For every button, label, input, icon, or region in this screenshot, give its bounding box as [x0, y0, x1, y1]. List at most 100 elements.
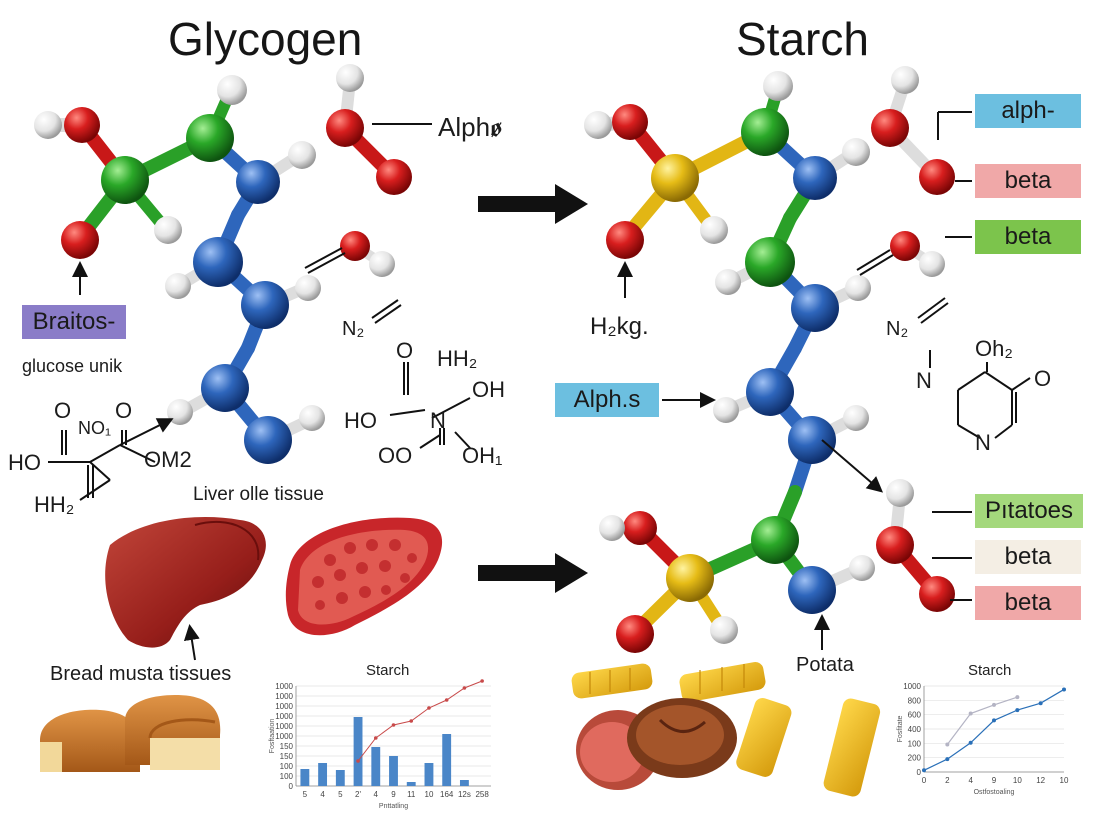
chem-ho-left: HO	[8, 450, 41, 475]
chem-n-right-left: N	[916, 368, 932, 393]
chart-1-xtick: 258	[475, 790, 489, 799]
starch-atoms	[584, 66, 955, 653]
chart-1-xtick: 164	[440, 790, 454, 799]
chart-1-bar	[353, 717, 363, 786]
chem-n-center: N	[430, 408, 446, 433]
title-starch: Starch	[736, 13, 869, 65]
tag-braitos: Braitos-	[22, 305, 126, 339]
chart-1-ytick: 1000	[275, 722, 293, 731]
chart-1-ytick: 0	[289, 782, 294, 791]
tag-alphs: Alph.s	[555, 383, 659, 417]
chart-1-ytick: 100	[280, 762, 294, 771]
chem-no1: NO₁	[78, 418, 112, 438]
chart-1-xlabel: Pnttatling	[379, 803, 408, 810]
meat-icon	[576, 698, 737, 790]
arrow-right-icon	[478, 184, 588, 224]
chart-1-bar	[424, 763, 434, 786]
liver-icon	[105, 517, 266, 648]
chem-n2-right: N₂	[886, 318, 909, 340]
chart-1-line	[357, 680, 483, 762]
chart-1-xtick: 9	[391, 790, 396, 799]
chart-2-xtick: 4	[968, 776, 973, 785]
label-potata: Potata	[796, 654, 854, 676]
chem-oh1: OH₁	[462, 443, 503, 468]
chart-1-xtick: 11	[407, 790, 416, 799]
chart-1-ytick: 1000	[275, 712, 293, 721]
chart-2-xtick: 10	[1060, 776, 1069, 785]
chart-2-xlabel: Ostfostoaling	[974, 789, 1015, 796]
title-glycogen: Glycogen	[168, 13, 363, 65]
chart-1-ylabel: Fosftaation	[269, 719, 276, 754]
bread-icon	[40, 695, 221, 772]
chart-1-bar	[335, 770, 345, 786]
chart-2-ytick: 100	[908, 739, 922, 748]
chart-2-ylabel: Fosfitate	[897, 715, 904, 742]
chart-2-xtick: 10	[1013, 776, 1022, 785]
chart-1-xtick: 2'	[355, 790, 361, 799]
chart-2-xtick: 0	[922, 776, 927, 785]
chart-1-ytick: 1000	[275, 692, 293, 701]
glycogen-skeletal-bonds	[48, 123, 471, 501]
chem-oo: OO	[378, 443, 413, 468]
chart-2-series-1-line	[923, 688, 1065, 771]
tag-beta-2: beta	[975, 220, 1081, 254]
label-bread-tissues: Bread musta tissues	[50, 663, 232, 685]
tag-beta-1: beta	[975, 164, 1081, 198]
chart-2-ytick: 1000	[903, 682, 921, 691]
chart-2-ytick: 600	[908, 711, 922, 720]
chem-o-a: O	[54, 398, 72, 423]
starch-skeletal-bonds	[183, 111, 1031, 661]
chart-2-xtick: 2	[945, 776, 950, 785]
chem-o-c: O	[396, 338, 414, 363]
chem-ho-center: HO	[344, 408, 377, 433]
label-liver-tissue: Liver olle tissue	[193, 484, 324, 505]
chart-1-xtick: 4	[374, 790, 379, 799]
chem-hh2: HH₂	[437, 346, 478, 371]
liver-slice-icon	[285, 517, 443, 636]
chart-1-xtick: 5	[338, 790, 343, 799]
chem-hh2-low: HH₂	[34, 492, 75, 517]
chem-o-right: O	[1034, 366, 1052, 391]
tag-beta-4: beta	[975, 586, 1081, 620]
chart-1-xtick: 4	[320, 790, 325, 799]
chart-1-ytick: 100	[280, 772, 294, 781]
chart-2-xtick: 12	[1036, 776, 1045, 785]
chart-1-ytick: 1000	[275, 702, 293, 711]
chart-2-ytick: 800	[908, 696, 922, 705]
chart-1-bar	[389, 756, 398, 786]
chem-o-b: O	[115, 398, 133, 423]
chart-1-bar	[300, 769, 310, 786]
chart-2-ytick: 0	[917, 768, 922, 777]
chart-2-series-2-line	[946, 696, 1018, 745]
glycogen-atoms	[34, 64, 412, 464]
chem-om2: OM2	[144, 447, 192, 472]
chart-2-xtick: 9	[992, 776, 997, 785]
arrow-right-icon	[478, 553, 588, 593]
chart-1-xtick: 12s	[458, 790, 471, 799]
chart-1-title: Starch	[366, 662, 410, 679]
chem-oh2: Oh₂	[975, 336, 1013, 361]
chart-2-title: Starch	[968, 662, 1012, 679]
chart-1-bar	[406, 782, 416, 786]
chem-oh: OH	[472, 377, 505, 402]
pasta-icon	[571, 662, 881, 797]
label-alpha-left: Alphꬾ	[438, 112, 502, 142]
tag-potatoes: Pıtatoes	[975, 494, 1083, 528]
label-h2kg: H₂kg.	[590, 313, 649, 340]
chart-1-xtick: 5	[303, 790, 308, 799]
tag-beta-3: beta	[975, 540, 1081, 574]
label-glucose-unit: glucose unik	[22, 356, 123, 376]
chart-1-ytick: 1000	[275, 732, 293, 741]
chem-n2-left: N₂	[342, 318, 365, 340]
chart-2-ytick: 200	[908, 754, 922, 763]
chart-1-bar	[318, 763, 328, 786]
chart-1-ytick: 150	[280, 742, 294, 751]
chart-1-bar	[371, 747, 381, 786]
chart-1-ytick: 1000	[275, 682, 293, 691]
chart-1-bar	[459, 780, 469, 786]
chart-1-ytick: 150	[280, 752, 294, 761]
tag-alph: alph-	[975, 94, 1081, 128]
